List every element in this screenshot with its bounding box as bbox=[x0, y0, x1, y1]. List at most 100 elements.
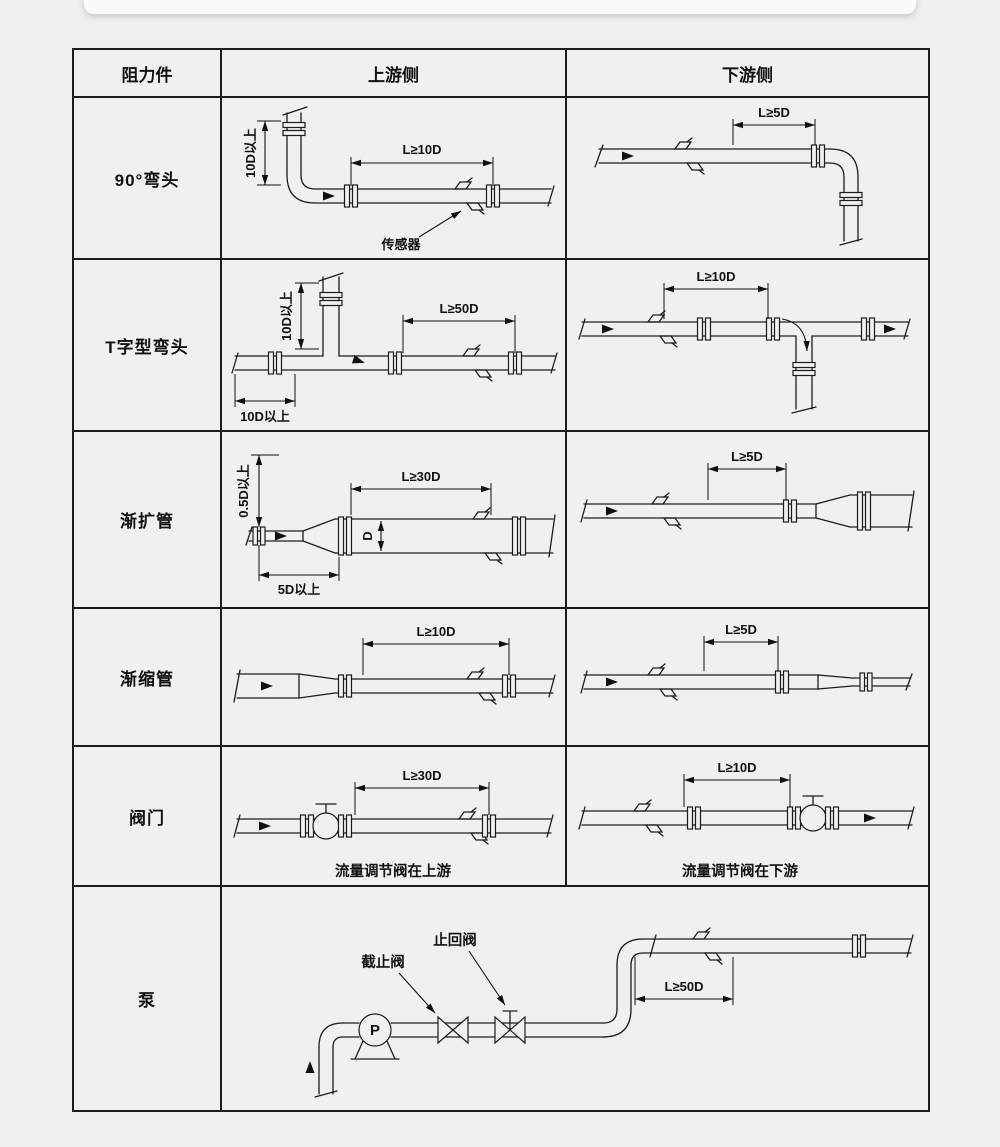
flow-arrow-icon bbox=[261, 681, 273, 691]
pipe bbox=[233, 669, 556, 703]
stop-valve-label: 截止阀 bbox=[361, 953, 405, 971]
control-valve-icon bbox=[786, 795, 840, 832]
control-valve-icon bbox=[299, 803, 353, 840]
dimension-horizontal: L≥30D bbox=[350, 469, 492, 515]
dimension-bottom: 5D以上 bbox=[258, 545, 340, 597]
diagram-elbow-upstream: L≥10D 10D以上 传感器 bbox=[243, 106, 555, 252]
flange-icon bbox=[782, 499, 798, 523]
pipe bbox=[233, 814, 554, 838]
stop-valve-callout: 截止阀 bbox=[361, 953, 436, 1013]
flange-icon bbox=[507, 351, 523, 375]
row-label-expander: 渐扩管 bbox=[72, 430, 222, 609]
flange-icon bbox=[851, 933, 867, 958]
flange-icon bbox=[343, 184, 359, 208]
diagram-elbow-downstream: L≥5D bbox=[594, 105, 863, 246]
dim-label: L≥10D bbox=[403, 142, 442, 157]
row-elbow: 90°弯头 bbox=[72, 96, 930, 260]
dim-label: L≥30D bbox=[402, 469, 441, 484]
dim-label: L≥10D bbox=[697, 269, 736, 284]
cell-elbow-downstream: L≥5D bbox=[565, 96, 930, 260]
dimension-vertical: 10D以上 bbox=[243, 120, 281, 186]
dim-label: L≥5D bbox=[725, 622, 757, 637]
pipe bbox=[578, 806, 915, 830]
cell-valve-upstream: L≥30D 流量调节阀在上游 bbox=[220, 745, 567, 887]
flange-icon bbox=[856, 491, 872, 531]
row-label-valve: 阀门 bbox=[72, 745, 222, 887]
dim-label: 10D以上 bbox=[240, 409, 290, 424]
dimension-horizontal: L≥10D bbox=[663, 269, 769, 319]
cell-pump: P 截止阀 bbox=[220, 885, 930, 1112]
flange-icon bbox=[860, 317, 876, 341]
dim-label: L≥30D bbox=[403, 768, 442, 783]
sensor-icon bbox=[633, 799, 652, 812]
pipe bbox=[580, 490, 915, 532]
row-expander: 渐扩管 bbox=[72, 430, 930, 609]
sensor-icon bbox=[474, 369, 493, 382]
dimension-horizontal: L≥50D bbox=[402, 301, 516, 353]
dim-label: L≥5D bbox=[758, 105, 790, 120]
flow-arrow-icon bbox=[622, 151, 634, 161]
row-tee: T字型弯头 bbox=[72, 258, 930, 432]
flow-arrow-icon bbox=[864, 813, 876, 823]
header-row: 阻力件 上游侧 下游侧 bbox=[72, 48, 930, 98]
row-label-pump: 泵 bbox=[72, 885, 222, 1112]
row-valve: 阀门 bbox=[72, 745, 930, 887]
flange-icon bbox=[859, 672, 873, 692]
flange-icon bbox=[696, 317, 712, 341]
sensor-icon bbox=[651, 492, 670, 505]
flange-icon bbox=[337, 674, 353, 698]
sensor-icon bbox=[692, 926, 711, 940]
dimension-horizontal: L≥10D bbox=[362, 624, 510, 675]
flange-icon bbox=[485, 184, 501, 208]
flow-arrow-icon bbox=[606, 506, 618, 516]
sensor-icon bbox=[663, 517, 682, 530]
flow-arrow-icon bbox=[351, 354, 367, 368]
dim-label: 10D以上 bbox=[279, 291, 294, 341]
flange-icon bbox=[267, 351, 283, 375]
flow-arrow-icon bbox=[606, 677, 618, 687]
diagram-pump: P 截止阀 bbox=[305, 926, 914, 1098]
cell-tee-downstream: L≥10D bbox=[565, 258, 930, 432]
dimension-horizontal: L≥5D bbox=[732, 105, 816, 145]
flange-icon bbox=[839, 191, 863, 207]
dimension-horizontal: L≥50D bbox=[634, 956, 734, 1005]
dimension-horizontal: L≥30D bbox=[354, 768, 490, 815]
flange-icon bbox=[511, 516, 527, 556]
pipe bbox=[245, 514, 556, 558]
sensor-callout: 传感器 bbox=[380, 210, 462, 252]
dimension-horizontal: L≥10D bbox=[683, 760, 791, 807]
flange-icon bbox=[501, 674, 517, 698]
sensor-icon bbox=[647, 310, 666, 323]
flange-icon bbox=[810, 144, 826, 168]
dim-label: L≥10D bbox=[417, 624, 456, 639]
sensor-icon bbox=[466, 667, 485, 680]
diagram-reducer-upstream: L≥10D bbox=[233, 624, 556, 705]
flange-icon bbox=[765, 317, 781, 341]
cell-reducer-downstream: L≥5D bbox=[565, 607, 930, 747]
dim-label: D bbox=[360, 531, 375, 540]
check-valve-label: 止回阀 bbox=[433, 931, 477, 949]
row-pump: 泵 bbox=[72, 885, 930, 1112]
diagram-caption: 流量调节阀在下游 bbox=[682, 862, 798, 880]
diagram-tee-upstream: L≥50D 10D以上 10D以上 bbox=[231, 272, 558, 424]
sensor-icon bbox=[659, 335, 678, 348]
flange-icon bbox=[252, 526, 266, 546]
sensor-icon bbox=[645, 824, 664, 837]
pump-icon: P bbox=[350, 1012, 400, 1060]
diagram-expander-upstream: D L≥30D 0.5D以上 bbox=[236, 454, 556, 597]
flow-arrow-icon bbox=[884, 324, 896, 334]
sensor-icon bbox=[478, 692, 497, 705]
flow-arrow-icon bbox=[259, 821, 271, 831]
dimension-horizontal: L≥5D bbox=[707, 449, 787, 500]
diagram-valve-downstream: L≥10D 流量调节阀在下游 bbox=[578, 760, 915, 880]
sensor-icon bbox=[659, 688, 678, 701]
diagram-valve-upstream: L≥30D 流量调节阀在上游 bbox=[233, 768, 554, 880]
flange-icon bbox=[337, 516, 353, 556]
flow-arrow-icon bbox=[305, 1060, 315, 1073]
dim-label: 5D以上 bbox=[278, 582, 321, 597]
cell-reducer-upstream: L≥10D bbox=[220, 607, 567, 747]
diagram-expander-downstream: L≥5D bbox=[580, 449, 915, 532]
diagram-tee-downstream: L≥10D bbox=[578, 269, 911, 414]
pump-letter: P bbox=[370, 1022, 380, 1039]
